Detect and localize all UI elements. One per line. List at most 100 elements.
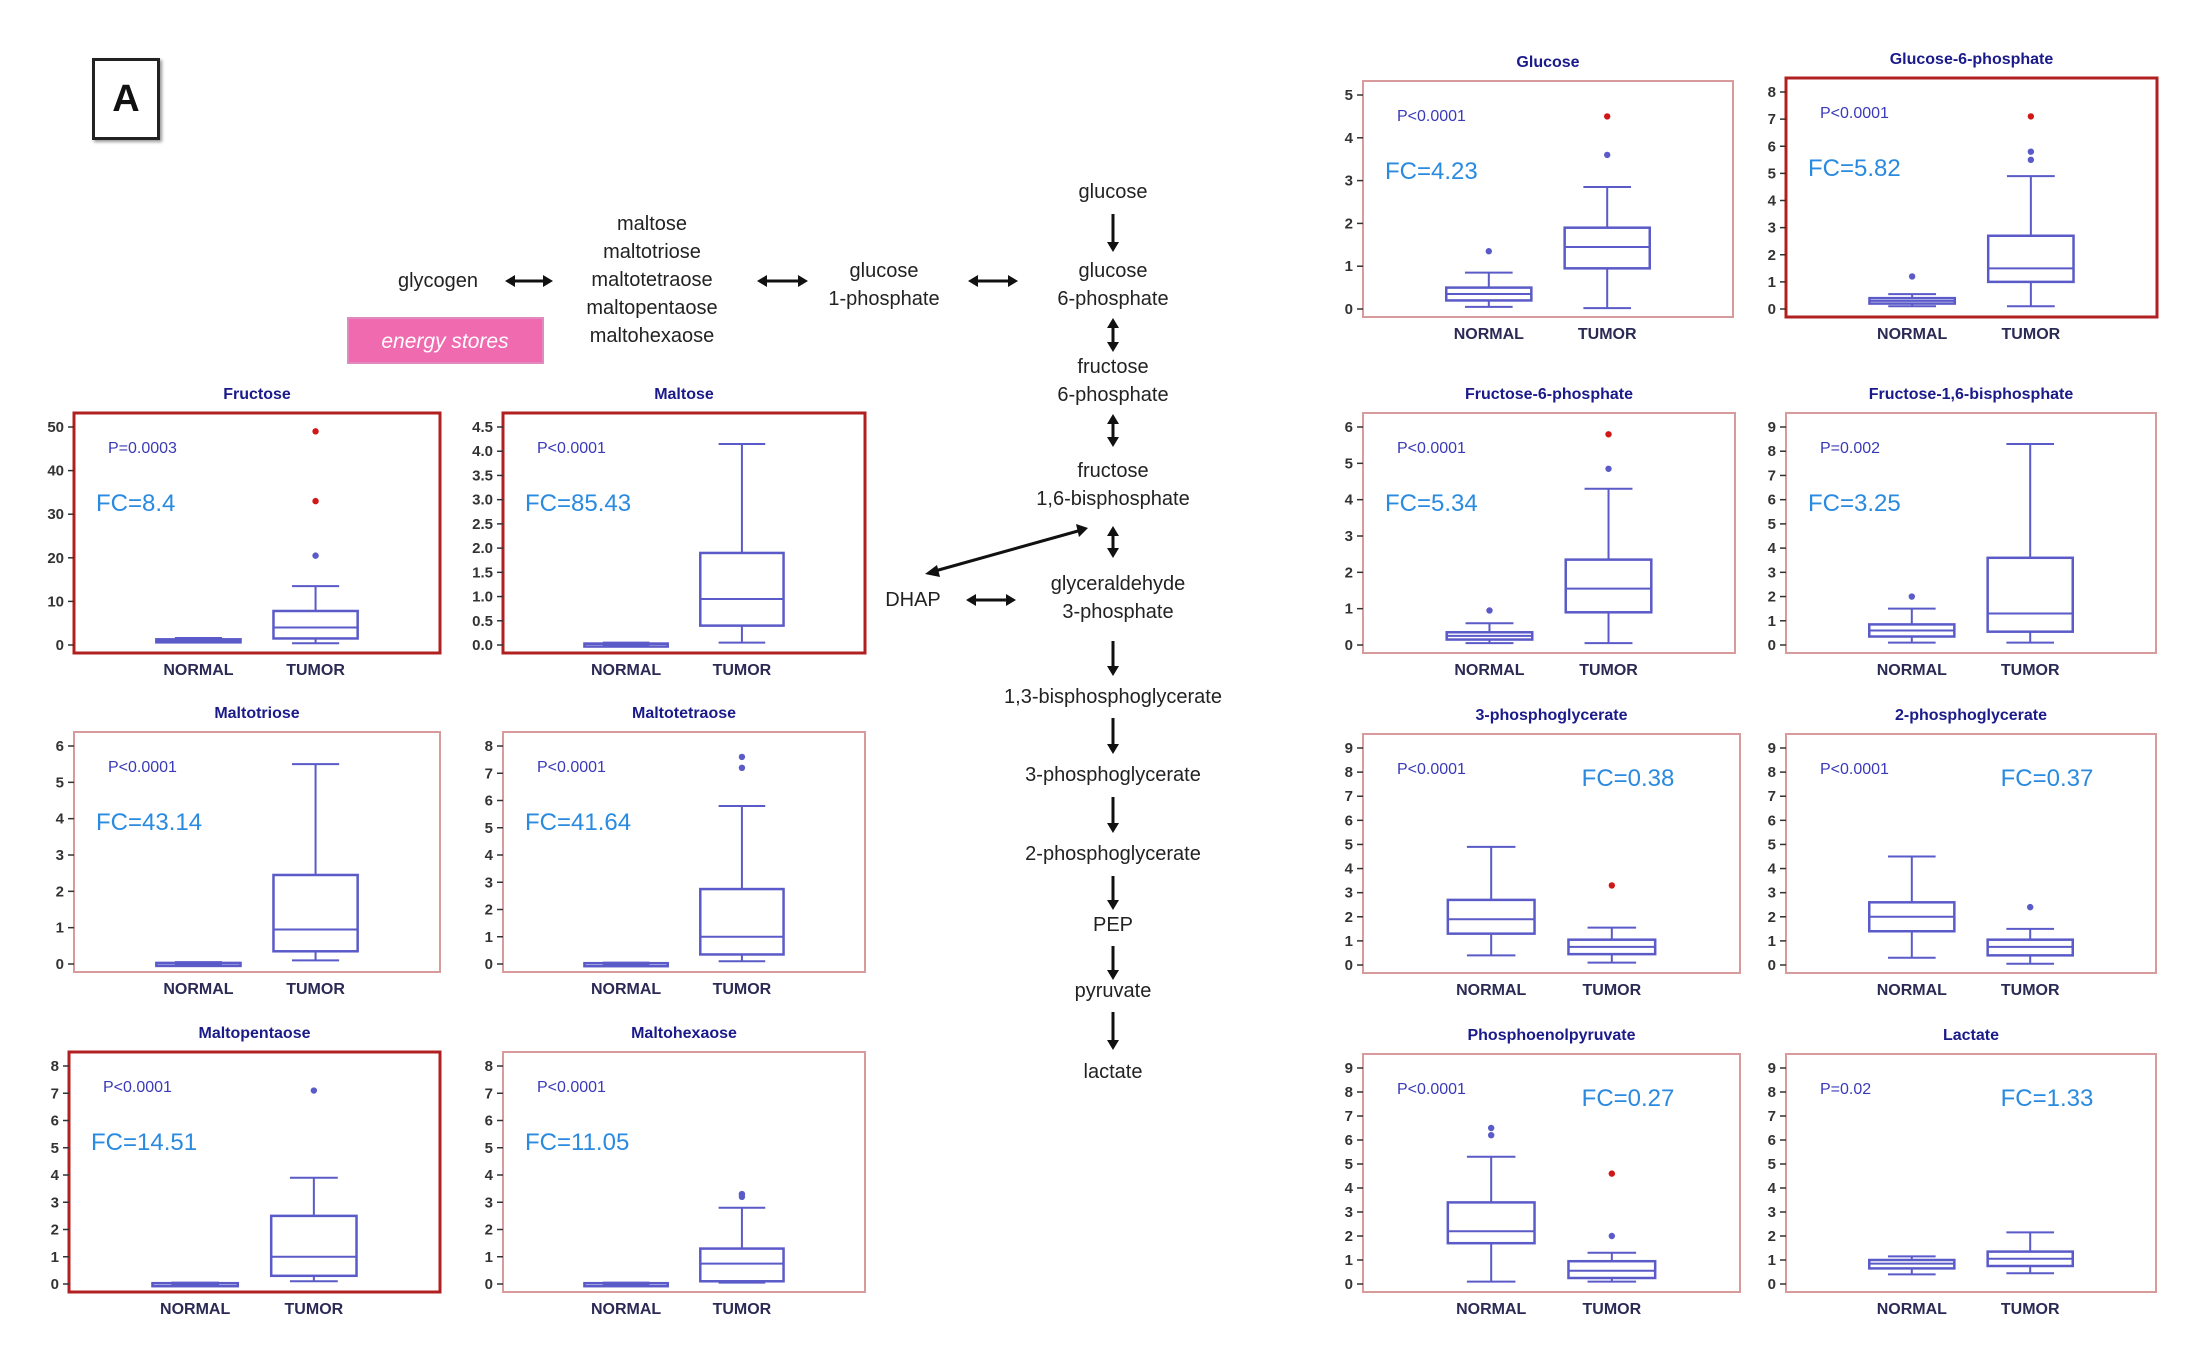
outlier-point bbox=[738, 753, 746, 761]
box-normal bbox=[1446, 845, 1536, 957]
y-tick-label: 0 bbox=[1345, 957, 1353, 974]
y-tick-label: 3 bbox=[1345, 885, 1353, 902]
box-iqr bbox=[1986, 556, 2075, 633]
y-tick-label: 0 bbox=[485, 956, 493, 973]
node-fructose-6-phosphate: fructose bbox=[1077, 356, 1148, 378]
p-value-label: P<0.0001 bbox=[537, 759, 606, 776]
y-tick-label: 3 bbox=[1768, 885, 1776, 902]
y-tick-label: 5 bbox=[1768, 516, 1776, 533]
y-tick-label: 3 bbox=[1768, 220, 1776, 237]
box-normal bbox=[151, 1281, 240, 1288]
arrow-head bbox=[1107, 666, 1119, 676]
outlier-point bbox=[312, 428, 319, 435]
plot-title: Fructose-1,6-bisphosphate bbox=[1869, 386, 2074, 403]
y-tick-label: 40 bbox=[47, 463, 64, 480]
outlier-point bbox=[1486, 607, 1493, 614]
y-tick-label: 8 bbox=[1345, 764, 1353, 781]
outlier-point bbox=[1605, 465, 1612, 472]
y-tick-label: 8 bbox=[1768, 84, 1776, 101]
box-iqr bbox=[1986, 234, 2075, 284]
x-tick-label: NORMAL bbox=[1456, 1301, 1526, 1318]
box-tumor bbox=[1986, 1231, 2075, 1275]
fc-label: FC=14.51 bbox=[91, 1129, 197, 1156]
plot-title: Maltopentaose bbox=[198, 1025, 310, 1042]
x-tick-label: NORMAL bbox=[1877, 982, 1947, 999]
y-tick-label: 2.5 bbox=[472, 516, 493, 533]
x-tick-label: NORMAL bbox=[160, 1301, 230, 1318]
p-value-label: P<0.0001 bbox=[1820, 761, 1889, 778]
y-tick-label: 2 bbox=[485, 902, 493, 919]
y-tick-label: 4 bbox=[56, 811, 65, 828]
box-iqr bbox=[699, 1247, 785, 1283]
y-tick-label: 4 bbox=[1768, 861, 1777, 878]
x-tick-label: NORMAL bbox=[1454, 662, 1524, 679]
y-tick-label: 1.0 bbox=[472, 589, 493, 606]
y-tick-label: 4.5 bbox=[472, 419, 493, 436]
box-iqr bbox=[1563, 226, 1652, 270]
p-value-label: P=0.0003 bbox=[108, 440, 177, 457]
node-maltooligosaccharides: maltopentaose bbox=[586, 297, 717, 319]
y-tick-label: 10 bbox=[47, 593, 64, 610]
outlier-point bbox=[1605, 431, 1612, 438]
arrow-head bbox=[1107, 342, 1119, 352]
node-3-phosphoglycerate: 3-phosphoglycerate bbox=[1025, 764, 1201, 786]
y-tick-label: 7 bbox=[1768, 467, 1776, 484]
y-tick-label: 8 bbox=[1345, 1084, 1353, 1101]
node-glucose: glucose bbox=[1079, 181, 1148, 203]
y-tick-label: 4 bbox=[1768, 1180, 1777, 1197]
y-tick-label: 7 bbox=[485, 765, 493, 782]
y-tick-label: 4 bbox=[485, 1167, 494, 1184]
y-tick-label: 7 bbox=[1768, 111, 1776, 128]
arrow-line bbox=[934, 529, 1079, 573]
plot-frame bbox=[1785, 1053, 2157, 1293]
arrow-head bbox=[798, 275, 808, 287]
outlier-point bbox=[1908, 593, 1916, 600]
y-tick-label: 4 bbox=[1345, 492, 1354, 509]
y-tick-label: 3 bbox=[51, 1194, 59, 1211]
p-value-label: P<0.0001 bbox=[1397, 108, 1466, 125]
x-tick-label: TUMOR bbox=[286, 662, 345, 679]
box-normal bbox=[155, 637, 242, 644]
node-glyceraldehyde-3-phosphate: 3-phosphate bbox=[1062, 601, 1173, 623]
arrow-head bbox=[1107, 414, 1119, 424]
box-normal bbox=[1445, 607, 1534, 645]
y-tick-label: 9 bbox=[1345, 1060, 1353, 1077]
arrow-head bbox=[925, 565, 940, 577]
y-tick-label: 3 bbox=[1768, 564, 1776, 581]
y-tick-label: 9 bbox=[1768, 1060, 1776, 1077]
y-tick-label: 8 bbox=[485, 738, 493, 755]
y-tick-label: 0 bbox=[1345, 637, 1353, 654]
outlier-point bbox=[2027, 903, 2034, 911]
box-iqr bbox=[699, 887, 785, 956]
y-tick-label: 6 bbox=[1768, 492, 1776, 509]
x-tick-label: NORMAL bbox=[163, 662, 233, 679]
node-glucose-6-phosphate: 6-phosphate bbox=[1057, 288, 1168, 310]
y-tick-label: 5 bbox=[1768, 1156, 1776, 1173]
x-tick-label: TUMOR bbox=[1582, 982, 1641, 999]
y-tick-label: 1 bbox=[1345, 933, 1353, 950]
x-tick-label: TUMOR bbox=[1578, 326, 1637, 343]
arrow-head bbox=[543, 275, 553, 287]
box-normal bbox=[583, 641, 669, 648]
y-tick-label: 3 bbox=[1345, 173, 1353, 190]
fc-label: FC=43.14 bbox=[96, 809, 202, 836]
p-value-label: P<0.0001 bbox=[537, 440, 606, 457]
outlier-point bbox=[738, 764, 746, 771]
boxplot-panel: Fructose-1,6-bisphosphate0123456789NORMA… bbox=[1768, 386, 2157, 679]
box-iqr bbox=[1567, 1259, 1657, 1280]
y-tick-label: 3 bbox=[56, 847, 64, 864]
arrow-head bbox=[505, 275, 515, 287]
plot-frame bbox=[1362, 733, 1741, 974]
y-tick-label: 9 bbox=[1768, 740, 1776, 757]
outlier-point bbox=[1908, 273, 1916, 280]
outlier-point bbox=[1608, 1232, 1616, 1240]
x-tick-label: TUMOR bbox=[713, 662, 772, 679]
box-normal bbox=[1868, 593, 1956, 644]
arrow-head bbox=[1107, 1040, 1119, 1050]
